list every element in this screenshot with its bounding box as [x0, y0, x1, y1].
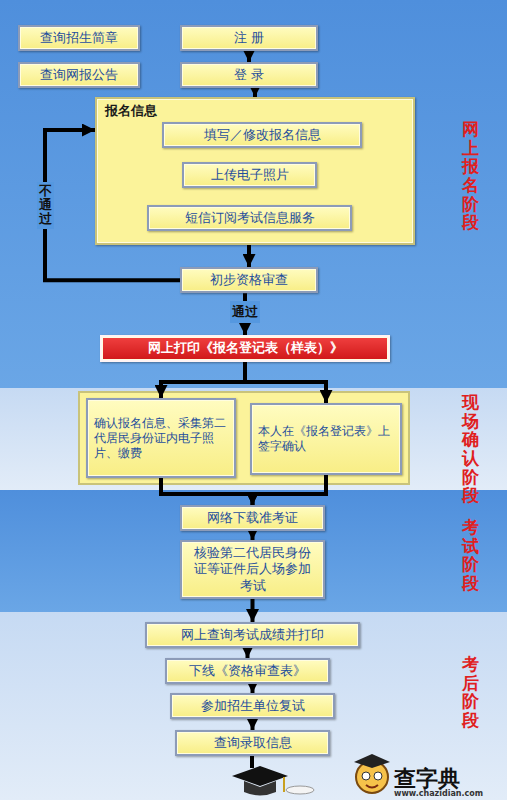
flow-arrow — [253, 88, 257, 97]
watermark-icon — [354, 754, 390, 793]
stage-label: 考试阶段 — [462, 518, 479, 593]
process-box: 登 录 — [180, 62, 318, 88]
info-box: 查询招生简章 — [18, 25, 140, 51]
process-box: 网上查询考试成绩并打印 — [145, 622, 360, 648]
flow-arrow — [245, 362, 326, 403]
flow-arrow — [251, 599, 255, 622]
process-box: 查询录取信息 — [175, 730, 330, 756]
box-label: 网上打印《报名登记表（样表）》 — [148, 340, 343, 356]
box-label: 核验第二代居民身份证等证件后人场参加考试 — [188, 545, 317, 594]
box-label: 确认报名信息、采集第二代居民身份证内电子照片、缴费 — [94, 416, 228, 461]
box-label: 本人在《报名登记表》上签字确认 — [258, 424, 394, 454]
box-label: 网络下载准考证 — [207, 510, 298, 526]
box-label: 上传电子照片 — [211, 167, 289, 183]
info-box: 查询网报公告 — [18, 62, 140, 88]
graduation-cap — [232, 766, 314, 796]
stage-band — [0, 612, 507, 800]
box-label: 查询招生简章 — [40, 30, 118, 46]
box-label: 短信订阅考试信息服务 — [185, 210, 315, 226]
box-label: 网上查询考试成绩并打印 — [181, 627, 324, 643]
flow-arrow — [161, 478, 253, 505]
highlight-box: 网上打印《报名登记表（样表）》 — [100, 335, 390, 362]
stage-label: 考后阶段 — [462, 655, 479, 730]
process-box: 本人在《报名登记表》上签字确认 — [250, 403, 402, 475]
flow-arrow — [246, 648, 250, 658]
arrow-line — [250, 756, 254, 768]
group-frame — [79, 392, 409, 484]
group-heading: 报名信息 — [105, 103, 157, 119]
process-box: 核验第二代居民身份证等证件后人场参加考试 — [180, 540, 325, 599]
stage-label: 现场确认阶段 — [462, 393, 479, 505]
box-label: 注 册 — [234, 30, 264, 46]
process-box: 注 册 — [180, 25, 318, 51]
box-label: 参加招生单位复试 — [201, 698, 305, 714]
box-label: 查询网报公告 — [40, 67, 118, 83]
process-box: 上传电子照片 — [182, 162, 317, 188]
box-label: 下线《资格审查表》 — [189, 663, 306, 679]
edge-label: 通过 — [230, 301, 260, 323]
stage-band — [0, 490, 507, 612]
process-box: 下线《资格审查表》 — [165, 658, 330, 684]
stage-band — [0, 388, 507, 490]
flow-arrow — [247, 51, 251, 62]
flow-arrow — [247, 245, 251, 267]
decision-box: 初步资格审查 — [180, 267, 318, 293]
flow-arrow — [251, 719, 255, 730]
box-label: 查询录取信息 — [214, 735, 292, 751]
stage-band — [0, 0, 507, 388]
stage-label: 网上报名阶段 — [462, 120, 479, 232]
watermark-url: www.chazidian.com — [394, 789, 483, 798]
process-box: 确认报名信息、采集第二代居民身份证内电子照片、缴费 — [86, 398, 236, 478]
box-label: 初步资格审查 — [210, 272, 288, 288]
box-label: 填写／修改报名信息 — [204, 127, 321, 143]
process-box: 网络下载准考证 — [180, 505, 325, 531]
flow-arrow — [251, 531, 255, 540]
flow-arrow — [253, 475, 327, 505]
edge-label: 不通过 — [37, 182, 54, 229]
process-box: 填写／修改报名信息 — [162, 122, 362, 148]
group-box: 报名信息填写／修改报名信息上传电子照片短信订阅考试信息服务 — [95, 97, 415, 245]
flow-arrow — [161, 362, 245, 398]
box-label: 登 录 — [234, 67, 264, 83]
flow-arrow — [251, 684, 255, 693]
process-box: 参加招生单位复试 — [170, 693, 335, 719]
process-box: 短信订阅考试信息服务 — [147, 205, 352, 231]
